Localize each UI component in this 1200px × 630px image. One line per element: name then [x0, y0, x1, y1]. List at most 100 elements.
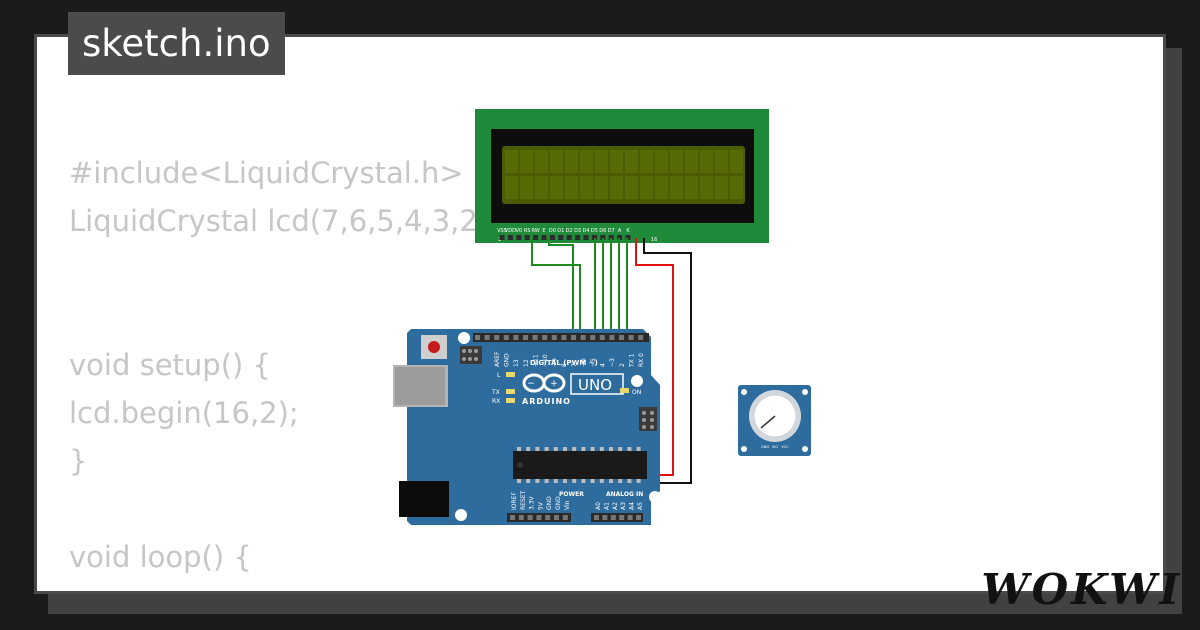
lcd-pin-label: D1 [557, 228, 564, 234]
lcd-char-cell [655, 150, 668, 173]
header-pin [619, 515, 625, 520]
digital-pin-label: 2 [619, 363, 626, 367]
lcd-pin [541, 235, 547, 240]
lcd-pin-last-label: 16 [651, 237, 657, 243]
header-pin [627, 515, 633, 520]
chip-pin [572, 479, 577, 483]
digital-pin-label: 12 [523, 359, 530, 367]
lcd-char-cell [610, 176, 623, 199]
lcd-pin [558, 235, 564, 240]
header-pin [561, 335, 567, 340]
analog-header [591, 513, 643, 522]
lcd-char-cell [655, 176, 668, 199]
digital-label: DIGITAL (PWM ~) [530, 359, 598, 367]
icsp-pin [642, 411, 646, 415]
led-l-label: L [497, 372, 501, 379]
project-card[interactable]: #include<LiquidCrystal.h>LiquidCrystal l… [34, 34, 1166, 594]
chip-pin [526, 479, 531, 483]
lcd-pin [591, 235, 597, 240]
header-pin [594, 515, 599, 520]
power-pin-label: 3.3V [529, 495, 536, 510]
led-on-label: ON [632, 389, 641, 396]
header-pin [545, 515, 551, 520]
digital-pin-label: ~3 [609, 358, 616, 367]
chip-notch [517, 462, 523, 468]
chip-pin [627, 447, 632, 451]
pot-pin-label: SIG [772, 445, 778, 449]
chip-pin [590, 479, 595, 483]
digital-pin-label: ~5 [590, 358, 597, 367]
logo-minus: − [527, 379, 535, 389]
header-pin [554, 515, 559, 520]
mounting-hole [802, 389, 808, 395]
board-model: UNO [578, 376, 612, 394]
file-name-tab[interactable]: sketch.ino [68, 12, 285, 75]
lcd-pin [566, 235, 572, 240]
header-pin [532, 335, 538, 340]
header-pin [518, 515, 524, 520]
lcd-char-cell [520, 176, 533, 199]
header-pin [484, 335, 490, 340]
analog-pin-label: A2 [612, 502, 619, 510]
icsp-pin [462, 357, 466, 361]
reset-button[interactable] [428, 341, 440, 353]
icsp-pin [468, 349, 472, 353]
lcd-char-cell [580, 176, 593, 199]
chip-pins [517, 447, 641, 483]
led-l [506, 372, 515, 377]
lcd-char-cell [715, 150, 728, 173]
chip-pin [609, 479, 613, 483]
lcd-char-cell [565, 150, 578, 173]
icsp-pin [650, 418, 654, 422]
code-line: #include<LiquidCrystal.h> [69, 156, 464, 190]
digital-pin-label: 4 [600, 363, 607, 367]
lcd-pin [533, 235, 539, 240]
digital-pin-label: ~6 [580, 358, 587, 367]
power-jack [399, 481, 449, 517]
mounting-hole [802, 446, 808, 452]
led-tx-label: TX [491, 389, 500, 396]
digital-pin-label: 8 [561, 363, 568, 367]
header-pin [602, 515, 608, 520]
lcd-char-cell [700, 150, 713, 173]
icsp-pin [642, 425, 646, 429]
chip-pin [599, 447, 604, 451]
chip-pin [553, 479, 558, 483]
icsp-pin [650, 425, 654, 429]
lcd-char-cell [640, 150, 653, 173]
analog-pin-label: A5 [637, 502, 644, 510]
lcd-char-cell [535, 150, 548, 173]
header-pin [536, 515, 542, 520]
digital-header [473, 333, 649, 342]
chip-pin [517, 447, 521, 451]
lcd-pin [583, 235, 589, 240]
led-rx [506, 398, 515, 403]
led-tx [506, 389, 515, 394]
bottom-header-pins [510, 515, 641, 520]
code-line: lcd.begin(16,2); [69, 396, 299, 430]
arduino-logo-icon [522, 373, 566, 393]
header-pin [503, 335, 509, 340]
mounting-hole [741, 446, 747, 452]
power-pin-label: GND [555, 496, 562, 510]
lcd-char-cell [685, 176, 698, 199]
digital-pin-label: RX 0 [638, 353, 645, 367]
lcd-pin-label: D3 [574, 228, 581, 234]
pot-indicator [760, 415, 776, 429]
chip-pin [627, 479, 632, 483]
icsp-pin [474, 357, 478, 361]
digital-pin-label: ~10 [542, 354, 549, 367]
lcd-pin [617, 235, 623, 240]
header-pin [590, 335, 596, 340]
pot-pin-label: GND [761, 445, 769, 449]
lcd-char-cell [520, 150, 533, 173]
analog-pin-label: A3 [620, 502, 627, 510]
power-pin-label: IOREF [511, 492, 518, 510]
lcd-pin-label: VDD [505, 228, 516, 234]
lcd-pin-label: VSS [497, 228, 507, 234]
